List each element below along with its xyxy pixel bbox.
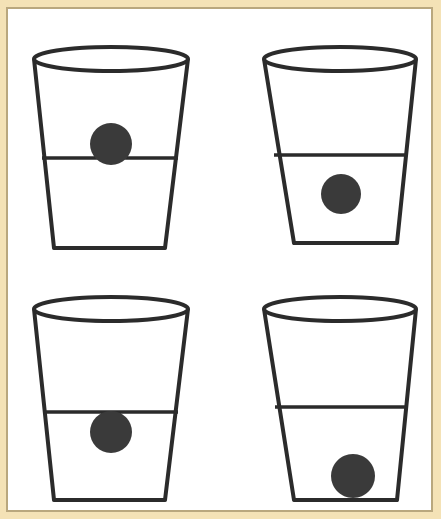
cup-rim: [264, 47, 416, 71]
ball: [331, 454, 375, 498]
cups-diagram: [8, 9, 431, 510]
ball: [321, 174, 361, 214]
ball: [90, 123, 132, 165]
cup-outline: [264, 59, 416, 243]
cup-bottom-right: [264, 297, 416, 500]
cup-rim: [34, 47, 188, 71]
figure-panel: [6, 7, 433, 512]
cup-rim: [34, 297, 188, 321]
cup-top-left: [34, 47, 188, 248]
cup-rim: [264, 297, 416, 321]
cup-bottom-left: [34, 297, 188, 500]
cup-top-right: [264, 47, 416, 243]
ball: [90, 411, 132, 453]
cup-outline: [34, 309, 188, 500]
